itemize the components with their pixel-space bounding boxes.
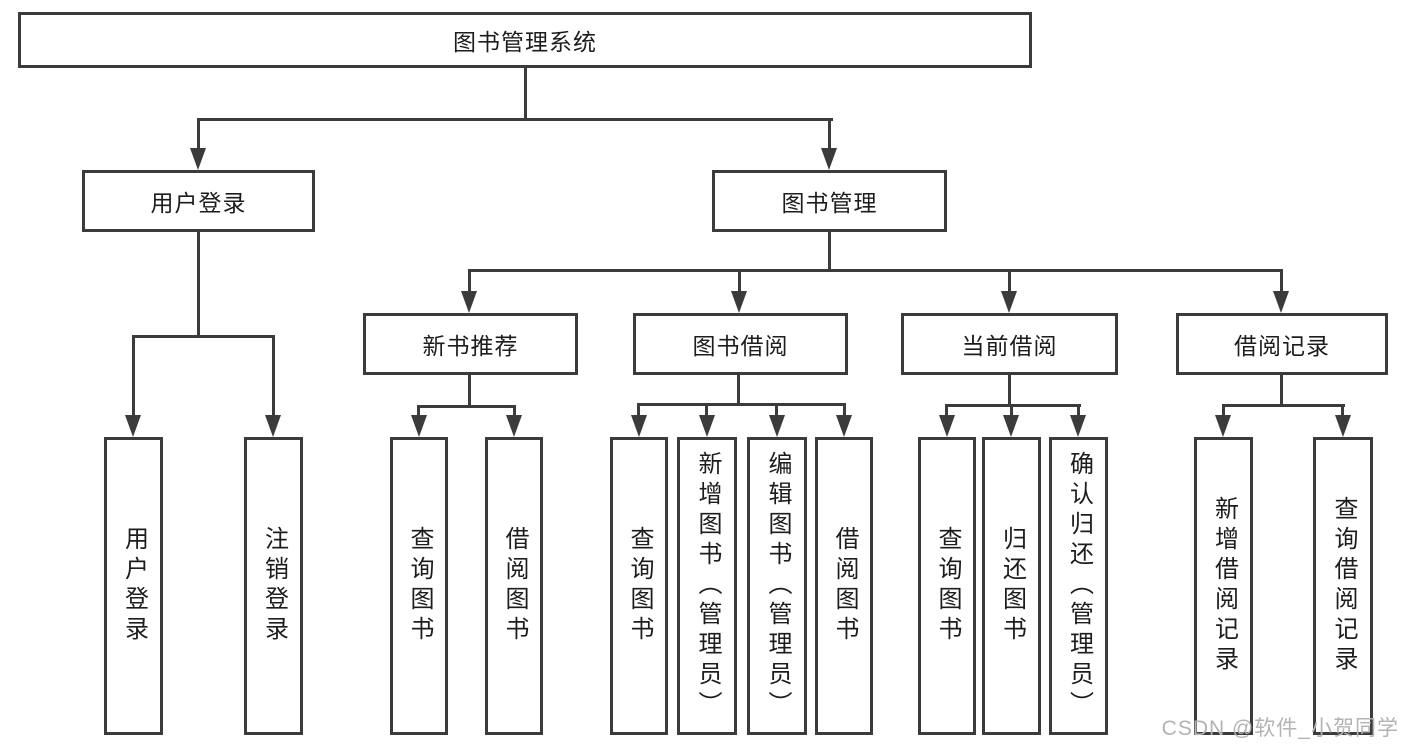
arrow-down-icon — [461, 291, 477, 313]
leaf-bb-add-book-admin: 新增图书（管理员） — [677, 437, 737, 735]
connector-line — [417, 405, 516, 408]
node-book-management: 图书管理 — [712, 170, 947, 232]
arrow-down-icon — [731, 291, 747, 313]
arrow-down-icon — [1335, 415, 1351, 437]
leaf-nb-query-book: 查询图书 — [390, 437, 448, 735]
node-new-book-recommend: 新书推荐 — [363, 313, 578, 375]
connector-line — [132, 335, 135, 421]
arrow-down-icon — [836, 415, 852, 437]
node-label: 查询图书 — [406, 526, 433, 646]
node-label: 编辑图书（管理员） — [764, 451, 791, 721]
node-current-borrow: 当前借阅 — [901, 313, 1118, 375]
node-label: 图书借阅 — [692, 333, 789, 359]
node-library-system: 图书管理系统 — [18, 12, 1032, 68]
node-label: 查询图书 — [626, 526, 653, 646]
connector-line — [197, 232, 200, 338]
leaf-bb-edit-book-admin: 编辑图书（管理员） — [747, 437, 807, 735]
connector-line — [468, 269, 1283, 272]
connector-line — [828, 118, 831, 154]
connector-line — [1280, 269, 1283, 297]
node-label: 用户登录 — [150, 190, 247, 216]
connector-line — [945, 404, 1081, 407]
arrow-down-icon — [265, 415, 281, 437]
node-label: 新增图书（管理员） — [694, 451, 721, 721]
connector-line — [132, 335, 275, 338]
connector-line — [705, 403, 708, 421]
connector-line — [843, 403, 846, 421]
node-label: 当前借阅 — [961, 333, 1058, 359]
node-label: 新增借阅记录 — [1210, 496, 1238, 676]
arrow-down-icon — [411, 415, 427, 437]
connector-line — [1222, 404, 1345, 407]
arrow-down-icon — [190, 148, 206, 170]
arrow-down-icon — [1070, 415, 1086, 437]
connector-line — [1077, 404, 1080, 421]
node-borrow-records: 借阅记录 — [1176, 313, 1388, 375]
connector-line — [945, 404, 948, 421]
node-label: 注销登录 — [260, 526, 288, 646]
node-label: 归还图书 — [998, 526, 1026, 646]
connector-line — [1008, 375, 1011, 407]
connector-line — [468, 269, 471, 297]
arrow-down-icon — [1003, 415, 1019, 437]
leaf-br-query-record: 查询借阅记录 — [1313, 437, 1373, 735]
arrow-down-icon — [1273, 291, 1289, 313]
leaf-nb-borrow-book: 借阅图书 — [485, 437, 543, 735]
connector-line — [1222, 404, 1225, 421]
node-label: 用户登录 — [120, 526, 148, 646]
arrow-down-icon — [769, 415, 785, 437]
arrow-down-icon — [506, 415, 522, 437]
arrow-down-icon — [939, 415, 955, 437]
leaf-bb-query-book: 查询图书 — [610, 437, 668, 735]
connector-line — [1008, 269, 1011, 297]
arrow-down-icon — [631, 415, 647, 437]
node-user-login: 用户登录 — [82, 170, 315, 232]
arrow-down-icon — [125, 415, 141, 437]
connector-line — [637, 403, 640, 421]
node-label: 查询图书 — [934, 526, 961, 646]
node-label: 图书管理系统 — [453, 29, 597, 55]
node-label: 借阅记录 — [1234, 333, 1330, 359]
connector-line — [272, 335, 275, 421]
leaf-cb-query-book: 查询图书 — [918, 437, 976, 735]
leaf-cb-return-book: 归还图书 — [982, 437, 1041, 735]
node-label: 借阅图书 — [501, 526, 528, 646]
connector-line — [1341, 404, 1344, 421]
connector-line — [513, 405, 516, 421]
leaf-logout: 注销登录 — [244, 437, 303, 735]
connector-line — [468, 375, 471, 408]
connector-line — [775, 403, 778, 421]
leaf-user-login: 用户登录 — [104, 437, 163, 735]
node-label: 图书管理 — [781, 190, 878, 216]
arrow-down-icon — [699, 415, 715, 437]
watermark: CSDN @软件_小贺同学 — [1161, 717, 1399, 740]
node-label: 确认归还（管理员） — [1065, 451, 1093, 721]
connector-line — [1010, 404, 1013, 421]
connector-line — [524, 68, 527, 121]
leaf-cb-confirm-return-admin: 确认归还（管理员） — [1049, 437, 1108, 735]
node-book-borrow: 图书借阅 — [633, 313, 848, 375]
connector-line — [1280, 375, 1283, 407]
connector-line — [197, 118, 200, 154]
connector-line — [828, 232, 831, 272]
node-label: 新书推荐 — [422, 333, 519, 359]
leaf-br-add-record: 新增借阅记录 — [1194, 437, 1253, 735]
connector-line — [197, 118, 833, 121]
node-label: 查询借阅记录 — [1330, 496, 1357, 676]
connector-line — [637, 403, 846, 406]
arrow-down-icon — [821, 148, 837, 170]
connector-line — [737, 375, 740, 406]
arrow-down-icon — [1001, 291, 1017, 313]
arrow-down-icon — [1215, 415, 1231, 437]
node-label: 借阅图书 — [831, 526, 858, 646]
connector-line — [738, 269, 741, 297]
leaf-bb-borrow-book: 借阅图书 — [815, 437, 873, 735]
connector-line — [417, 405, 420, 421]
